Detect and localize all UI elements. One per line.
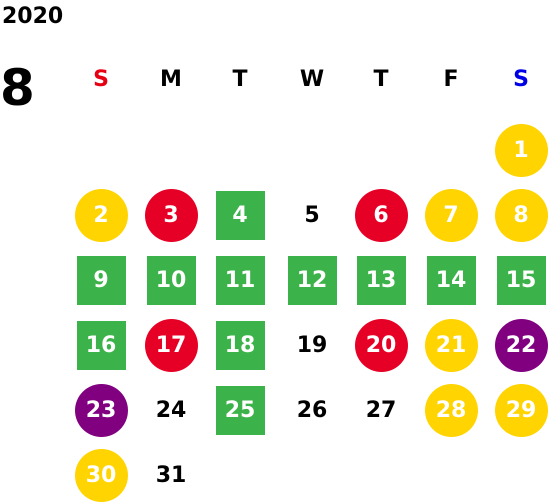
calendar-day-21[interactable]: 21 [424,318,478,372]
calendar-day-14[interactable]: 14 [426,255,476,305]
calendar-day-19[interactable]: 19 [296,332,328,358]
calendar-day-23[interactable]: 23 [74,383,128,437]
calendar-day-27[interactable]: 27 [365,397,397,423]
calendar-day-15[interactable]: 15 [496,255,546,305]
calendar-day-6[interactable]: 6 [354,188,408,242]
calendar-day-1[interactable]: 1 [494,123,548,177]
calendar-day-17[interactable]: 17 [144,318,198,372]
calendar-day-9[interactable]: 9 [76,255,126,305]
weekday-label: W [299,67,325,92]
calendar-day-20[interactable]: 20 [354,318,408,372]
calendar-day-13[interactable]: 13 [356,255,406,305]
calendar-day-3[interactable]: 3 [144,188,198,242]
calendar-day-12[interactable]: 12 [287,255,337,305]
calendar-day-7[interactable]: 7 [424,188,478,242]
calendar-day-25[interactable]: 25 [215,385,265,435]
calendar-day-16[interactable]: 16 [76,320,126,370]
calendar-day-30[interactable]: 30 [74,448,128,502]
weekday-label: S [93,67,109,92]
month-label: 8 [0,59,35,117]
calendar-day-4[interactable]: 4 [215,190,265,240]
calendar-day-8[interactable]: 8 [494,188,548,242]
year-label: 2020 [2,4,64,29]
calendar-day-11[interactable]: 11 [215,255,265,305]
calendar-day-22[interactable]: 22 [494,318,548,372]
calendar-day-18[interactable]: 18 [215,320,265,370]
calendar-day-24[interactable]: 24 [155,397,187,423]
weekday-label: S [513,67,529,92]
calendar-day-5[interactable]: 5 [304,202,320,228]
calendar-day-26[interactable]: 26 [296,397,328,423]
calendar-day-29[interactable]: 29 [494,383,548,437]
calendar-day-2[interactable]: 2 [74,188,128,242]
weekday-label: T [232,67,248,92]
weekday-label: T [373,67,389,92]
calendar-day-31[interactable]: 31 [155,462,187,488]
calendar-day-10[interactable]: 10 [146,255,196,305]
weekday-label: F [443,67,459,92]
weekday-label: M [160,67,182,92]
calendar-day-28[interactable]: 28 [424,383,478,437]
